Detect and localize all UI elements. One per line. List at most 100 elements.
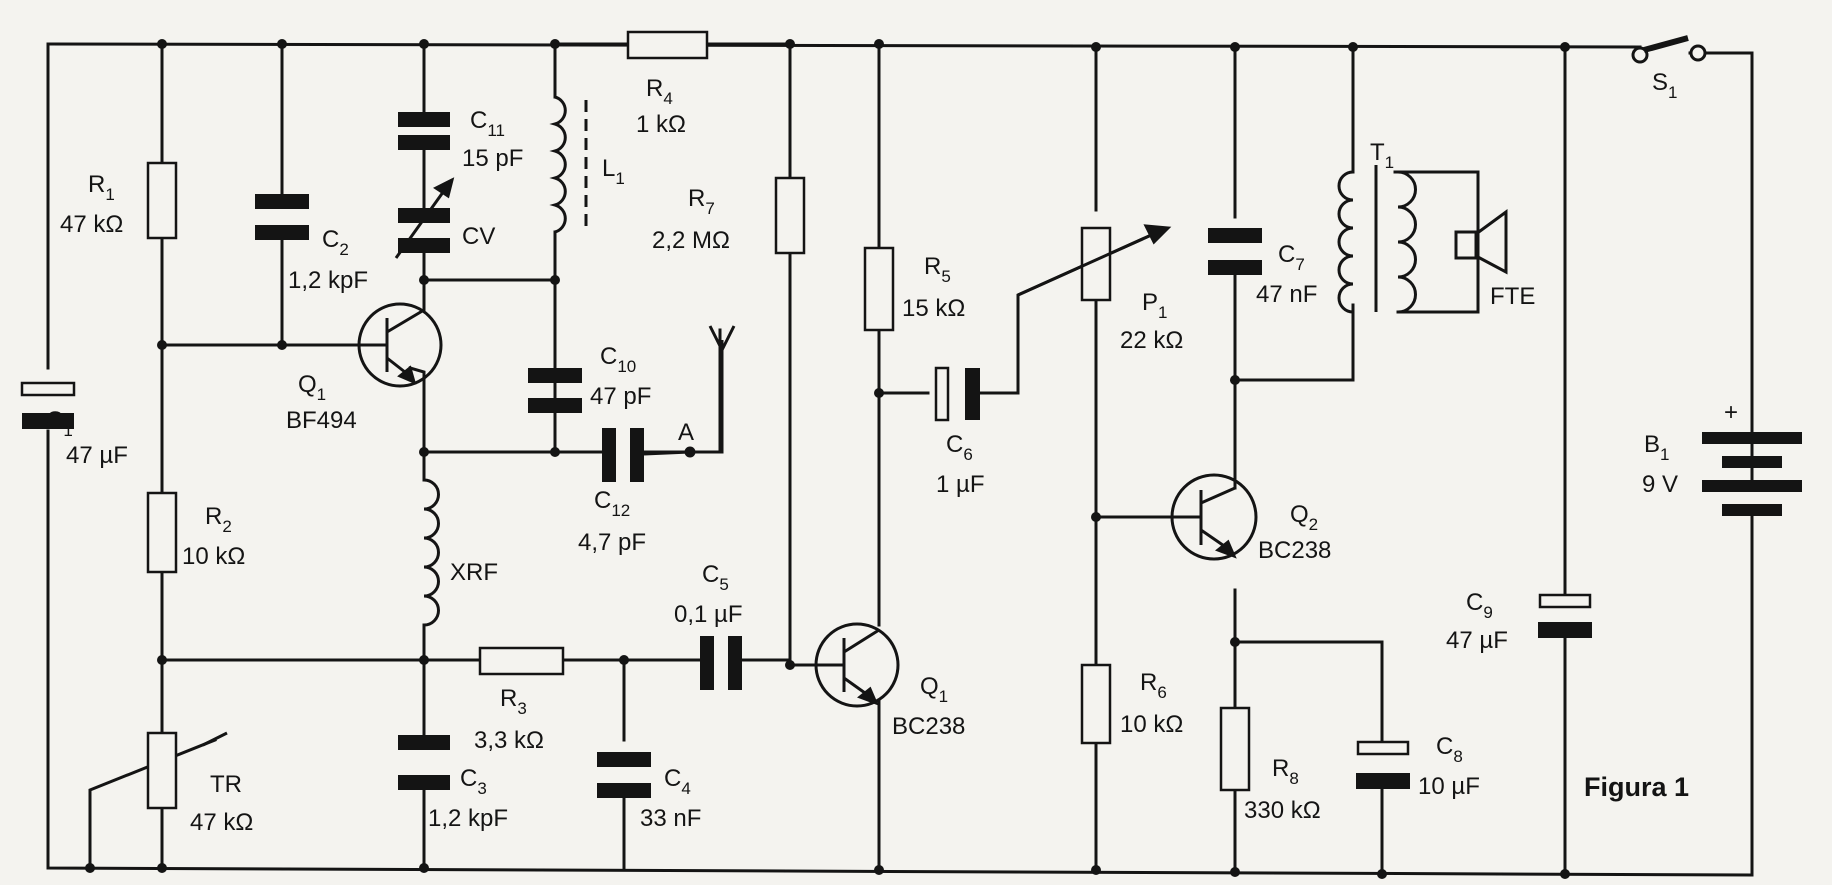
value-r5: 15 kΩ (902, 295, 965, 322)
label-tr: TR (210, 771, 242, 798)
inductor-xrf (423, 478, 440, 627)
capacitor-c6-neg (965, 368, 980, 420)
resistor-r4 (626, 30, 709, 60)
capacitor-c10-a (528, 368, 582, 383)
label-q2: Q2 (1290, 501, 1318, 534)
capacitor-c2-b (255, 225, 309, 240)
label-r2: R2 (205, 503, 232, 536)
inductors (423, 95, 1417, 627)
antenna-icon (643, 325, 736, 458)
capacitor-c6-pos (934, 366, 950, 422)
resistor-r1 (146, 161, 178, 240)
cv-arrowhead (433, 177, 455, 199)
label-a: A (678, 419, 694, 446)
value-tr: 47 kΩ (190, 809, 253, 836)
label-xrf: XRF (450, 559, 498, 586)
capacitor-c9-neg (1538, 622, 1592, 638)
label-r1: R1 (88, 171, 115, 204)
switch-s1-icon (1631, 35, 1707, 64)
label-l1: L1 (602, 155, 625, 188)
value-r3: 3,3 kΩ (474, 727, 544, 754)
inductor-l1 (549, 95, 567, 234)
label-r6: R6 (1140, 669, 1167, 702)
label-c4: C4 (664, 765, 691, 798)
label-c5: C5 (702, 561, 729, 594)
resistors (146, 30, 1251, 810)
label-c9: C9 (1466, 589, 1493, 622)
capacitor-c3-a (398, 735, 450, 750)
label-q1a: Q1 (298, 371, 326, 404)
transistor-q2-bc238 (1170, 473, 1258, 561)
value-c11: 15 pF (462, 145, 523, 172)
value-c3: 1,2 kpF (428, 805, 508, 832)
label-p1: P1 (1142, 289, 1167, 322)
value-r1: 47 kΩ (60, 211, 123, 238)
label-c11: C11 (470, 107, 505, 140)
capacitor-c8-neg (1356, 773, 1410, 789)
transistor-q1-bc238 (814, 622, 900, 708)
value-c4: 33 nF (640, 805, 701, 832)
capacitor-c11-a (398, 112, 450, 127)
value-p1: 22 kΩ (1120, 327, 1183, 354)
label-c6: C6 (946, 431, 973, 464)
top-rail-right (1688, 51, 1754, 484)
value-c1: 47 µF (66, 442, 128, 469)
resistor-r5 (863, 246, 895, 332)
label-r4: R4 (646, 75, 673, 108)
label-c8: C8 (1436, 733, 1463, 766)
capacitor-c5-a (700, 636, 714, 690)
top-rail (46, 42, 1642, 49)
value-r2: 10 kΩ (182, 543, 245, 570)
resistor-r7 (774, 176, 806, 255)
label-r3: R3 (500, 685, 527, 718)
value-c10: 47 pF (590, 383, 651, 410)
value-c5: 0,1 µF (674, 601, 743, 628)
capacitor-c4-a (597, 752, 651, 767)
left-and-bottom-rail (46, 42, 1754, 877)
tr-tab (202, 731, 228, 747)
capacitors (22, 112, 1592, 798)
capacitor-c9-pos (1538, 593, 1592, 609)
label-s1: S1 (1652, 69, 1677, 102)
label-r5: R5 (924, 253, 951, 286)
battery-plus-sign: + (1724, 399, 1738, 426)
resistor-r2 (146, 491, 178, 574)
label-r7: R7 (688, 185, 715, 218)
value-c8: 10 µF (1418, 773, 1480, 800)
value-c12: 4,7 pF (578, 529, 646, 556)
wires (46, 42, 1754, 877)
capacitor-c3-b (398, 775, 450, 790)
resistor-r3 (478, 646, 565, 676)
capacitor-c1-neg (22, 413, 74, 429)
resistor-r8 (1219, 706, 1251, 792)
label-c3: C3 (460, 765, 487, 798)
electrolytic-positive-plates (20, 366, 1592, 756)
battery-b1-icon (1702, 432, 1802, 516)
labels: C1 47 µF R1 47 kΩ C2 1,2 kpF C11 15 pF C… (46, 69, 1738, 836)
capacitor-c12-a (602, 428, 616, 482)
capacitor-c12-b (630, 428, 644, 482)
value-q1a: BF494 (286, 407, 357, 434)
figure-caption: Figura 1 (1584, 772, 1689, 802)
capacitor-c4-b (597, 783, 651, 798)
cv-arrow (394, 187, 448, 259)
capacitor-c8-pos (1356, 740, 1410, 756)
value-c9: 47 µF (1446, 627, 1508, 654)
capacitor-c1-pos (20, 381, 76, 397)
capacitor-c11-b (398, 135, 450, 150)
label-c1: C1 (46, 407, 73, 440)
battery-cell-short-2 (1722, 504, 1782, 516)
value-c7: 47 nF (1256, 281, 1317, 308)
value-r7: 2,2 MΩ (652, 227, 730, 254)
value-q1b: BC238 (892, 713, 965, 740)
p1-arrowhead (1143, 224, 1172, 245)
junction-dots (85, 39, 1570, 879)
battery-cell-long-2 (1702, 480, 1802, 492)
value-c2: 1,2 kpF (288, 267, 368, 294)
label-cv: CV (462, 223, 495, 250)
capacitor-c7-b (1208, 260, 1262, 275)
label-c7: C7 (1278, 241, 1305, 274)
value-c6: 1 µF (936, 471, 985, 498)
transistor-q1-bf494 (357, 302, 443, 388)
